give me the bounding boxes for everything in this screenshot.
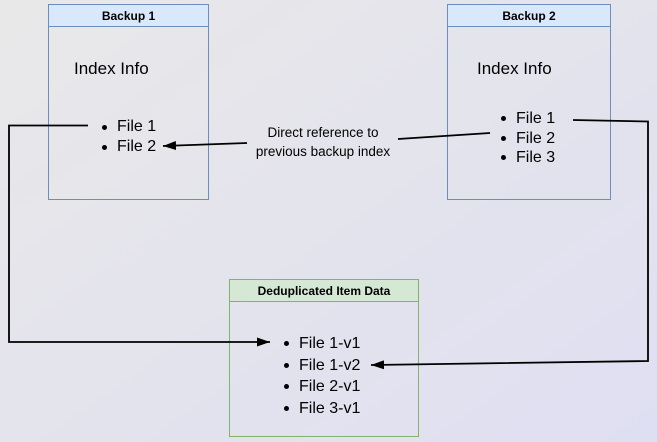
file-list-item: File 1-v2: [284, 355, 360, 377]
file-list-item: File 2: [102, 137, 156, 157]
direct-reference-label-line2: previous backup index: [255, 144, 391, 159]
file-list-item: File 3-v1: [284, 398, 360, 420]
file-list-item: File 3: [501, 148, 555, 168]
file-list-item: File 1: [102, 117, 156, 137]
file-list-item: File 1-v1: [284, 333, 360, 355]
backup2-header: Backup 2: [448, 5, 610, 27]
backup1-header: Backup 1: [49, 5, 208, 27]
file-list-item: File 1: [501, 109, 555, 129]
backup1-index-info-label: Index Info: [74, 59, 149, 78]
dedup-header: Deduplicated Item Data: [230, 280, 418, 302]
file-list-item: File 2-v1: [284, 376, 360, 398]
direct-reference-label-line1: Direct reference to: [267, 125, 379, 140]
direct-reference-label: Direct reference to previous backup inde…: [243, 123, 403, 161]
file-list-item: File 2: [501, 129, 555, 149]
backup2-index-info-label: Index Info: [477, 59, 552, 78]
